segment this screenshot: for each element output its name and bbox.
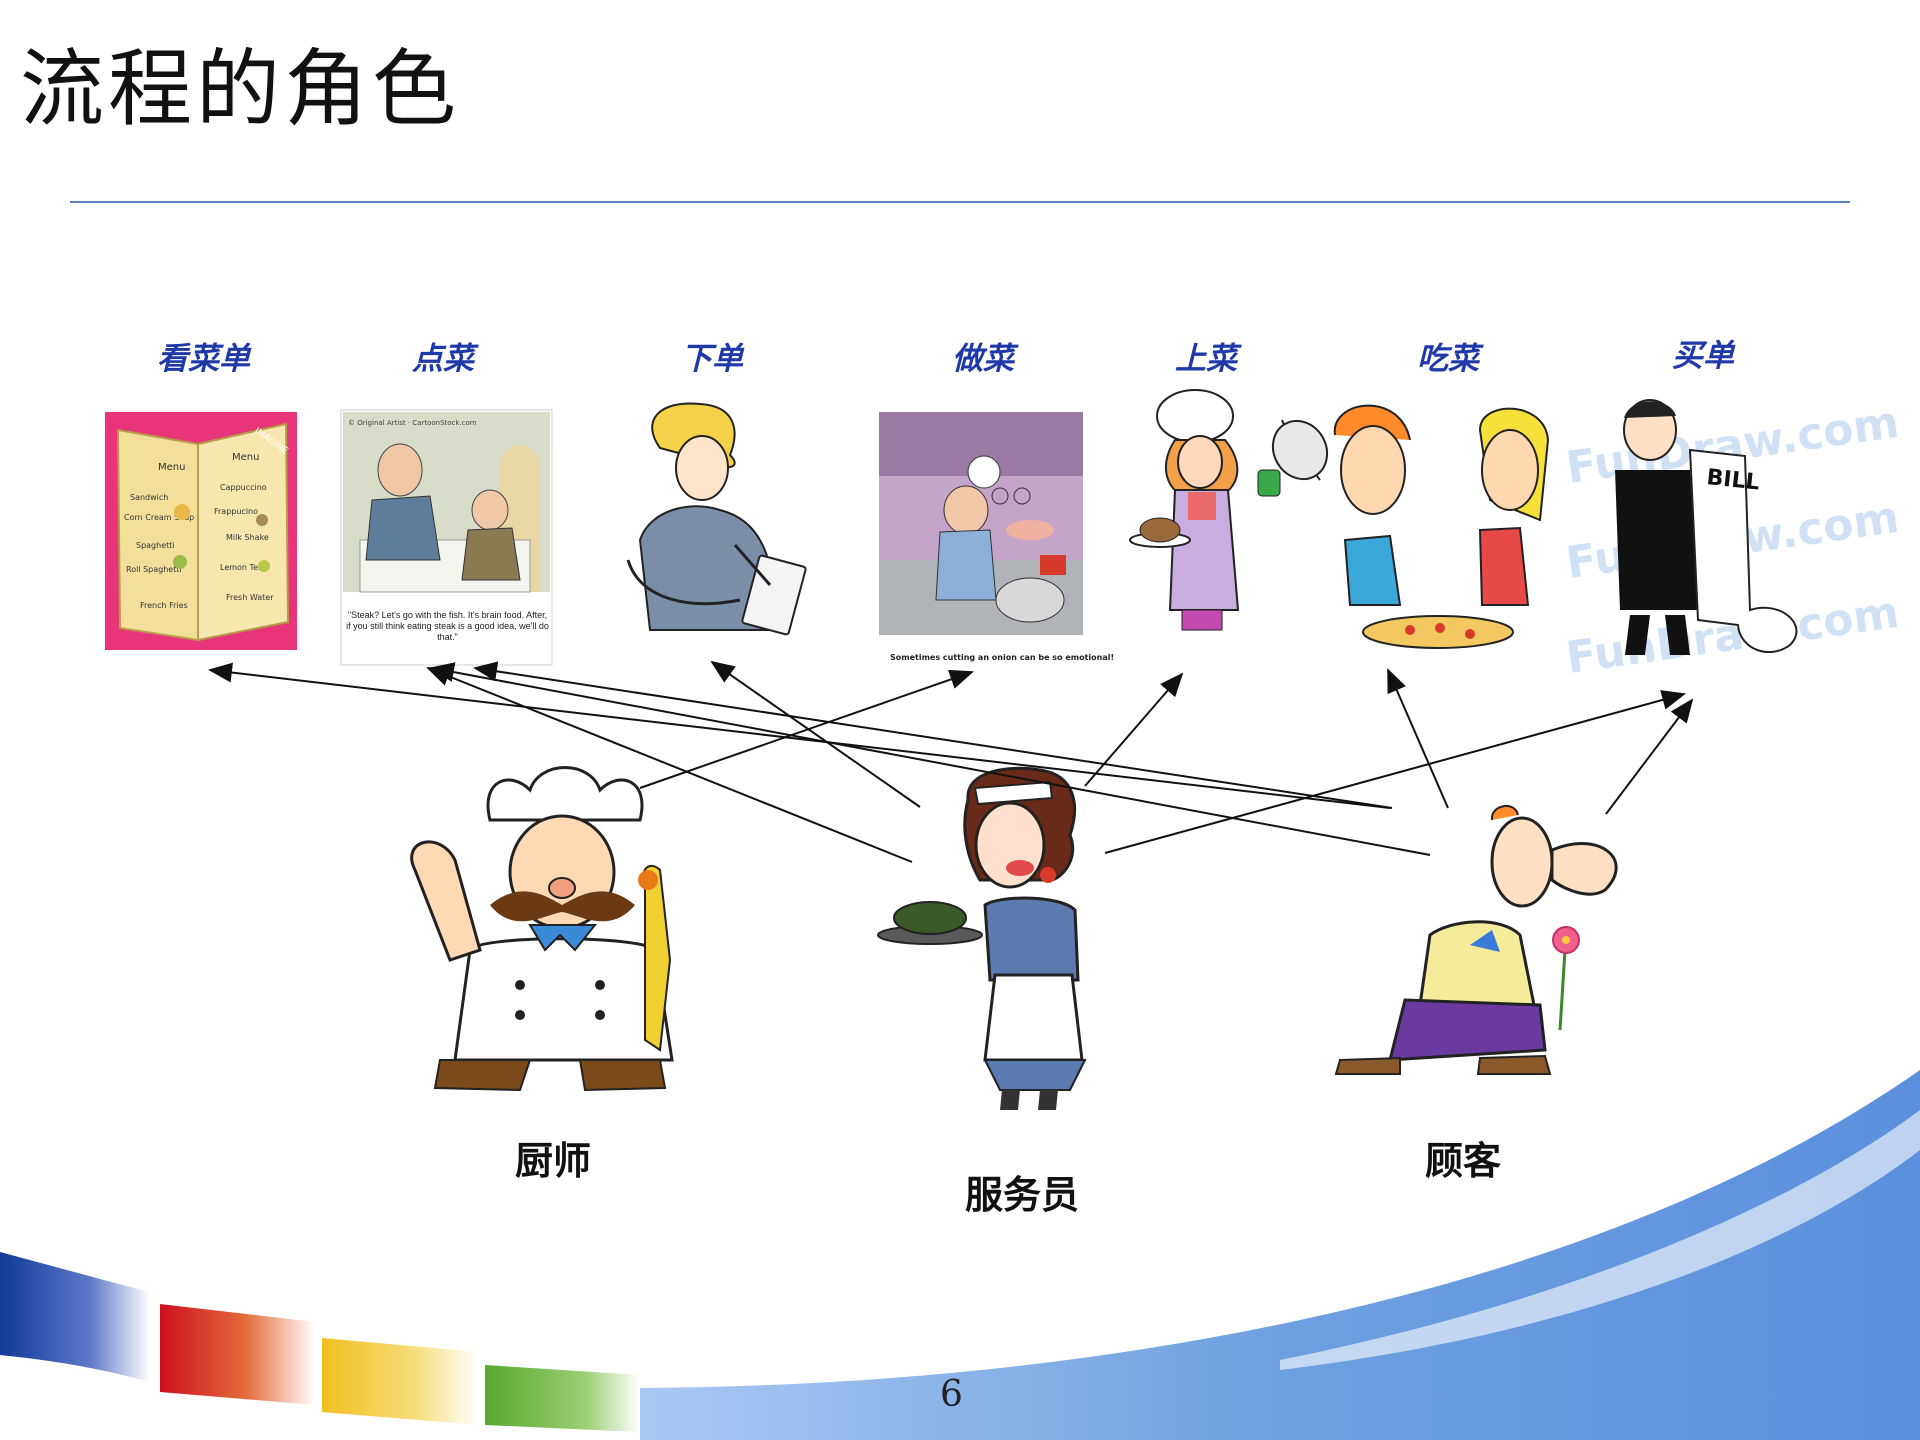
arrow-waitress-to-serve	[1084, 672, 1184, 787]
waitress-figure	[877, 766, 1087, 1110]
menu-right-item: Milk Shake	[226, 533, 269, 542]
menu-right-item: Frappucino	[214, 507, 258, 516]
arrow-waitress-to-pay	[1104, 690, 1686, 854]
page-number: 6	[940, 1374, 963, 1415]
bill-text: BILL	[1705, 465, 1760, 495]
chef-figure	[410, 766, 674, 1092]
menu-left-item: French Fries	[140, 601, 188, 610]
step-label-cook: 做菜	[952, 341, 1014, 377]
arrow-waitress-to-order	[426, 666, 913, 863]
role-label-customer: 顾客	[1425, 1139, 1502, 1183]
menu-right-item: Fresh Water	[226, 593, 274, 602]
cooking-cartoon-image: Sometimes cutting an onion can be so emo…	[879, 412, 1114, 662]
step-label-eat: 吃菜	[1417, 341, 1479, 377]
cartoon-caption: "Steak? Let's go with the fish. It's bra…	[346, 610, 549, 642]
waitress-writing-image	[626, 402, 807, 636]
step-label-place-order: 下单	[681, 341, 743, 377]
bill-man-image: BILL	[1615, 399, 1798, 655]
slide-title: 流程的角色	[20, 40, 461, 138]
relation-arrows	[208, 660, 1694, 863]
role-label-waiter: 服务员	[965, 1173, 1080, 1217]
arrow-customer-to-eat	[1387, 668, 1449, 809]
cartoon-credit: © Original Artist · CartoonStock.com	[348, 419, 477, 427]
step-label-order: 点菜	[412, 341, 474, 377]
menu-left-item: Corn Cream Soup	[124, 513, 194, 522]
menu-left-title: Menu	[158, 462, 185, 473]
serving-cook-image	[1129, 389, 1329, 631]
ordering-cartoon-image: © Original Artist · CartoonStock.com "St…	[340, 409, 553, 666]
title-divider	[70, 201, 1850, 203]
arrow-waitress-to-place-order	[710, 660, 921, 808]
menu-right-item: Cappuccino	[220, 483, 267, 492]
arrow-customer-to-order	[430, 662, 1431, 856]
step-label-browse-menu: 看菜单	[157, 341, 250, 377]
menu-left-item: Roll Spaghetti	[126, 565, 182, 574]
role-label-chef: 厨师	[515, 1139, 592, 1183]
cooking-caption: Sometimes cutting an onion can be so emo…	[890, 653, 1114, 662]
arrow-customer-to-browse-menu	[208, 662, 1391, 809]
customer-figure	[1334, 805, 1618, 1075]
menu-left-item: Spaghetti	[136, 541, 175, 550]
menu-right-title: Menu	[232, 452, 259, 463]
arrow-customer-to-order-2	[473, 661, 1393, 809]
arrow-chef-to-cook	[639, 669, 974, 789]
eating-pizza-image	[1333, 404, 1550, 649]
arrow-customer-to-pay	[1605, 698, 1694, 815]
step-label-pay: 买单	[1672, 338, 1734, 374]
bottom-swoosh	[0, 1070, 1920, 1440]
menu-left-item: Sandwich	[130, 493, 168, 502]
menu-right-item: Lemon Tea	[220, 563, 263, 572]
menu-card-image: Menu Sandwich Corn Cream Soup Spaghetti …	[105, 412, 297, 650]
step-label-serve: 上菜	[1175, 341, 1237, 377]
